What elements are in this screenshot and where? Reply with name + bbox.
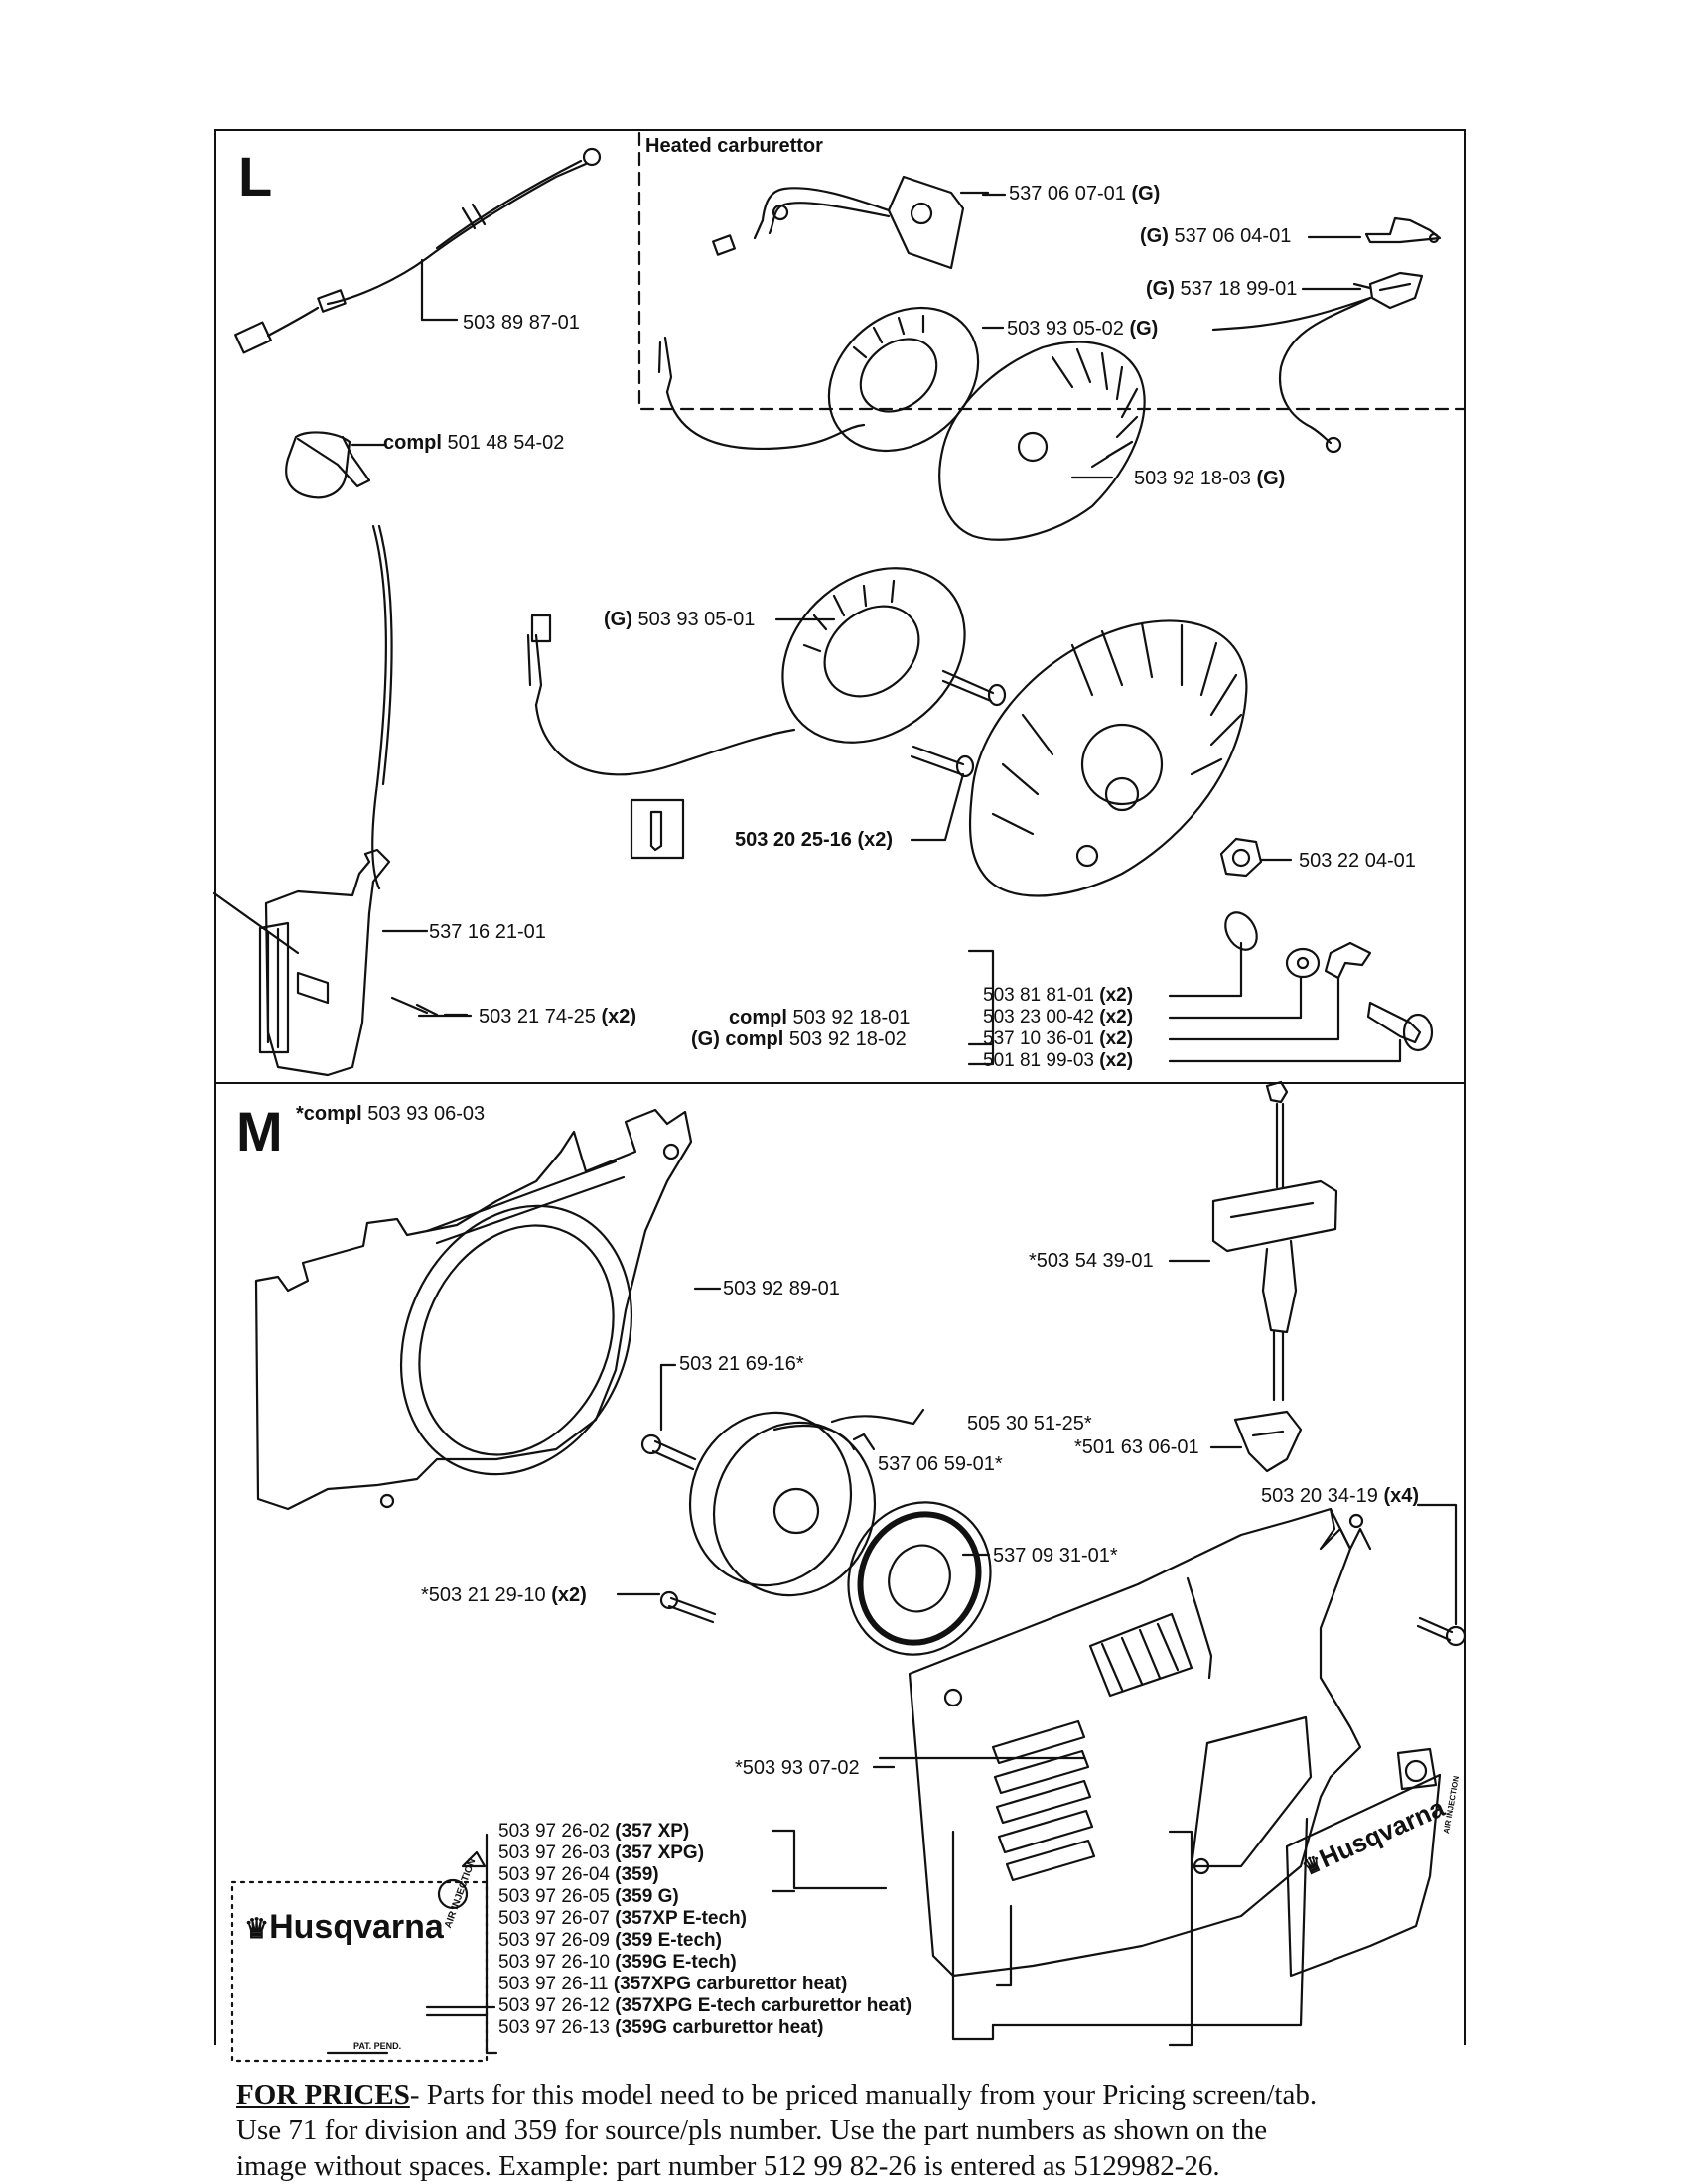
label-503-23-00-42: 503 23 00-42 (x2) <box>983 1007 1134 1027</box>
label-503-92-18-03: 503 92 18-03 (G) <box>1134 468 1286 489</box>
label-537-06-04-01: (G) 537 06 04-01 <box>1140 225 1292 247</box>
list-item: 503 97 26-12 (357XPG E-tech carburettor … <box>498 1995 912 2016</box>
spring-screw-drawing <box>616 1590 717 1624</box>
pricing-note: FOR PRICES- Parts for this model need to… <box>236 2079 1318 2182</box>
section-m-letter: M <box>236 1100 283 1162</box>
label-compl-503-92-18-02: (G) compl 503 92 18-02 <box>691 1028 907 1050</box>
label-537-10-36-01: 537 10 36-01 (x2) <box>983 1028 1134 1049</box>
crown-icon: ♛ <box>244 1913 270 1944</box>
label-537-16-21-01: 537 16 21-01 <box>429 921 546 943</box>
label-537-06-59-01: 537 06 59-01* <box>878 1453 1003 1475</box>
husqvarna-logo-decal: ♛Husqvarna <box>244 1908 444 1946</box>
ignition-module-drawing <box>212 848 469 1077</box>
label-503-93-05-02: 503 93 05-02 (G) <box>1007 318 1159 340</box>
label-503-20-25-16: 503 20 25-16 (x2) <box>735 829 894 851</box>
heated-clip-drawing <box>1364 216 1442 244</box>
label-503-93-07-02: *503 93 07-02 <box>735 1757 860 1779</box>
rewind-spring-drawing <box>847 1501 992 1656</box>
label-501-48-54-02: compl 501 48 54-02 <box>383 432 565 454</box>
pulley-screw-drawing <box>640 1363 697 1471</box>
torque-wrench-icon <box>630 798 685 860</box>
starter-handle-drawing <box>1168 1080 1338 1402</box>
label-503-22-04-01: 503 22 04-01 <box>1299 850 1416 872</box>
cover-decal-drawing <box>1285 1747 1442 1978</box>
starter-pulley-drawing <box>688 1408 925 1597</box>
cover-screw-drawing <box>1416 1503 1467 1647</box>
list-item: 503 97 26-13 (359G carburettor heat) <box>498 2017 824 2038</box>
heated-wire-drawing <box>712 175 990 270</box>
label-537-06-07-01: 537 06 07-01 (G) <box>1009 183 1161 205</box>
label-compl-503-92-18-01: compl 503 92 18-01 <box>729 1007 911 1028</box>
label-503-81-81-01: 503 81 81-01 (x2) <box>983 985 1134 1006</box>
section-l-letter: L <box>238 145 273 207</box>
list-item: 503 97 26-09 (359 E-tech) <box>498 1930 722 1951</box>
starter-cover-drawing <box>872 1507 1372 1978</box>
heated-box-outline <box>637 131 1466 411</box>
list-item: 503 97 26-07 (357XP E-tech) <box>498 1908 747 1929</box>
for-prices-heading: FOR PRICES <box>236 2079 410 2111</box>
heated-ring-drawing <box>657 306 1005 453</box>
decal-small-drawing <box>230 1850 489 2063</box>
main-flywheel-drawing <box>968 619 1248 897</box>
label-compl-503-93-06-03: *compl 503 93 06-03 <box>296 1103 486 1125</box>
grommet-drawing <box>1209 1410 1303 1473</box>
list-item: 503 97 26-10 (359G E-tech) <box>498 1952 737 1973</box>
list-item: 503 97 26-05 (359 G) <box>498 1886 679 1907</box>
heated-carburettor-title: Heated carburettor <box>645 135 823 157</box>
heated-thermostat-drawing <box>1211 271 1424 454</box>
section-m-frame <box>214 1082 1466 2045</box>
pat-pend-text: PAT. PEND. <box>353 2041 402 2051</box>
heated-flywheel-drawing <box>938 341 1146 541</box>
list-item: 503 97 26-02 (357 XP) <box>498 1821 690 1842</box>
list-item: 503 97 26-11 (357XPG carburettor heat) <box>498 1974 848 1994</box>
screw-drawings <box>910 669 1007 778</box>
starter-housing-drawing <box>254 1108 722 1511</box>
wire-harness-drawing <box>234 147 602 354</box>
list-item: 503 97 26-04 (359) <box>498 1864 659 1885</box>
label-503-54-39-01: *503 54 39-01 <box>1029 1250 1154 1272</box>
nut-drawing <box>1219 837 1263 878</box>
decal-part-list: 503 97 26-02 (357 XP) 503 97 26-03 (357 … <box>498 1821 912 2039</box>
label-505-30-51-25: 505 30 51-25* <box>967 1413 1092 1434</box>
label-537-09-31-01: 537 09 31-01* <box>993 1545 1118 1567</box>
list-item: 503 97 26-03 (357 XPG) <box>498 1843 705 1863</box>
small-parts-drawing <box>1224 911 1434 1052</box>
main-ring-drawing <box>526 567 966 776</box>
spark-cap-drawing <box>285 431 393 890</box>
label-537-18-99-01: (G) 537 18 99-01 <box>1146 278 1298 300</box>
label-501-63-06-01: *501 63 06-01 <box>1074 1436 1199 1458</box>
label-503-21-29-10: *503 21 29-10 (x2) <box>421 1584 587 1606</box>
label-503-20-34-19: 503 20 34-19 (x4) <box>1261 1485 1420 1507</box>
cover-decal-area <box>1190 1715 1313 1868</box>
label-503-93-05-01: (G) 503 93 05-01 <box>604 609 756 630</box>
label-503-21-74-25: 503 21 74-25 (x2) <box>479 1006 637 1027</box>
label-501-81-99-03: 501 81 99-03 (x2) <box>983 1050 1134 1071</box>
label-503-92-89-01: 503 92 89-01 <box>723 1278 840 1299</box>
label-503-89-87-01: 503 89 87-01 <box>463 312 580 334</box>
label-503-21-69-16: 503 21 69-16* <box>679 1353 804 1375</box>
